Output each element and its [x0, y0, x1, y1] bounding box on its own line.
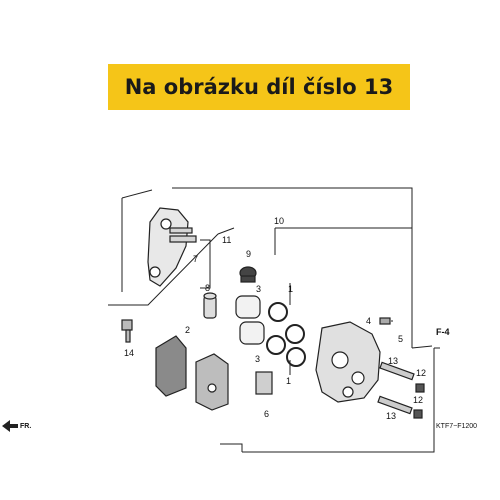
caliper-body	[315, 321, 381, 403]
bolt-14	[121, 319, 133, 343]
bolt-13-upper	[379, 361, 415, 381]
sleeve-8	[203, 292, 217, 319]
callout-7: 7	[193, 254, 198, 264]
callout-1-upper: 1	[288, 284, 293, 294]
pad-spring-6	[255, 371, 273, 395]
callout-3-upper: 3	[256, 284, 261, 294]
callout-4: 4	[366, 316, 371, 326]
callout-6: 6	[264, 409, 269, 419]
callout-13-lower: 13	[386, 411, 396, 421]
callout-3-lower: 3	[255, 354, 260, 364]
leader-lines	[121, 198, 412, 452]
front-label: FR.	[20, 423, 31, 430]
front-arrow-icon	[2, 420, 18, 432]
callout-2: 2	[185, 325, 190, 335]
callout-10: 10	[274, 216, 284, 226]
part-number-banner: Na obrázku díl číslo 13	[108, 64, 410, 110]
callout-14: 14	[124, 348, 134, 358]
caliper-bracket	[147, 207, 197, 287]
reference-label: F-4	[436, 327, 450, 337]
callout-11: 11	[222, 235, 231, 245]
diagram-code: KTF7−F1200	[436, 423, 477, 430]
banner-text: Na obrázku díl číslo 13	[124, 75, 394, 99]
callout-1-lower: 1	[286, 376, 291, 386]
brake-pad-inner	[155, 335, 187, 397]
callout-13-upper: 13	[388, 356, 398, 366]
callout-12-upper: 12	[416, 368, 426, 378]
pin-boot-9	[239, 266, 257, 283]
callout-8: 8	[205, 283, 210, 293]
callout-9: 9	[246, 249, 251, 259]
callout-5: 5	[398, 334, 403, 344]
bleeder-4	[379, 317, 391, 325]
caps-12	[413, 383, 425, 419]
brake-pad-outer	[195, 353, 229, 411]
seal-rings-1	[266, 302, 306, 367]
pistons-3	[235, 295, 265, 345]
assembly-outline	[108, 187, 440, 453]
bolt-13-lower	[377, 395, 413, 415]
callout-12-lower: 12	[413, 395, 423, 405]
